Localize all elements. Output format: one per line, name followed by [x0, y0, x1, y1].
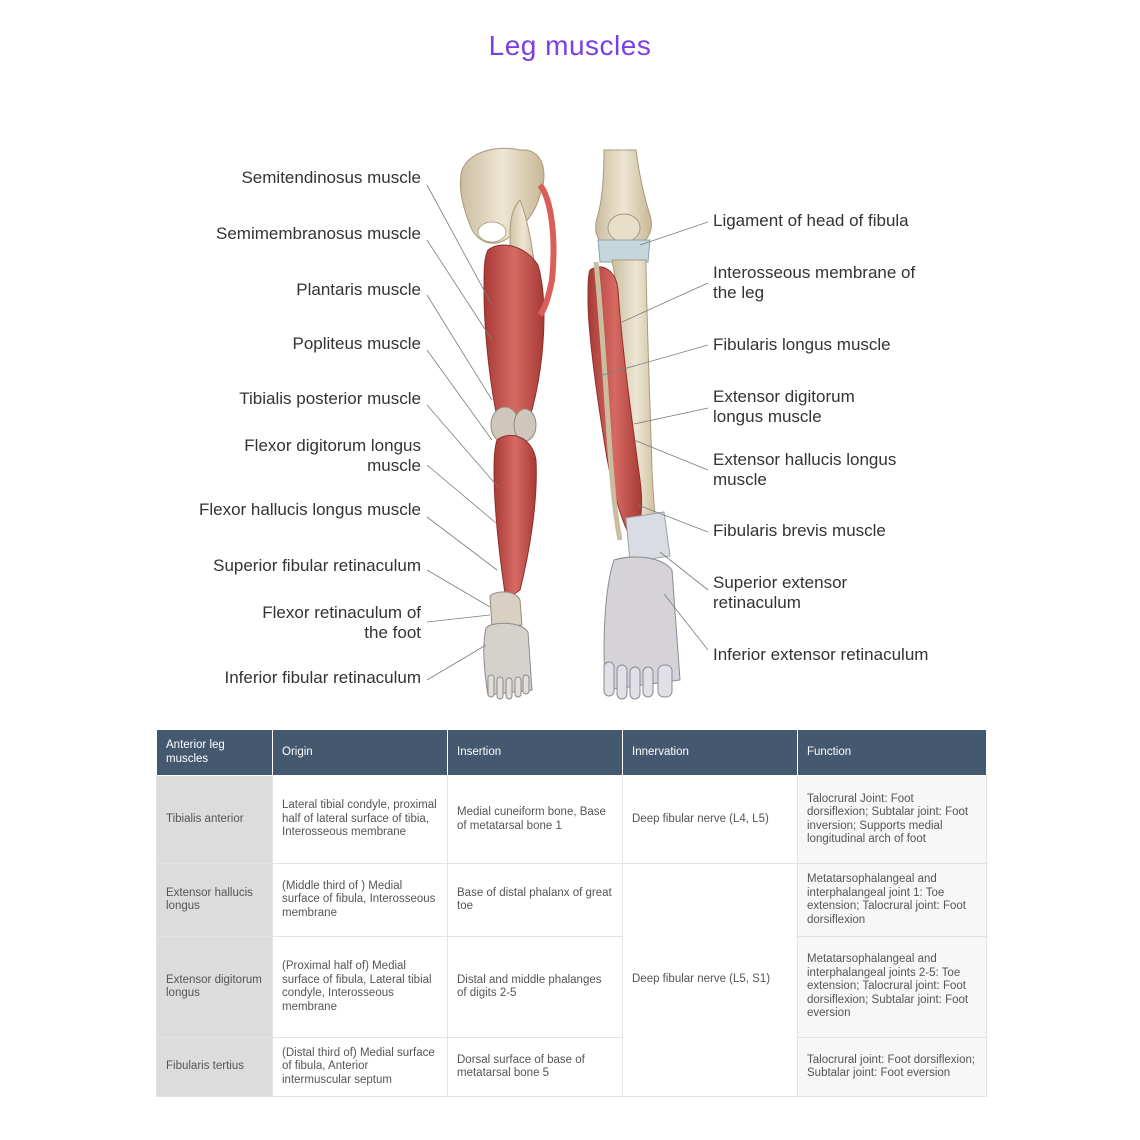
fibula-bone — [593, 261, 623, 541]
page-title: Leg muscles — [488, 30, 652, 61]
label-fibularis-brevis: Fibularis brevis muscle — [713, 521, 886, 540]
insertion-cell: Base of distal phalanx of great toe — [447, 863, 623, 937]
header-origin: Origin — [272, 729, 448, 776]
function-cell: Talocrural Joint: Foot dorsiflexion; Sub… — [797, 775, 987, 864]
semitendinosus-tendon — [537, 183, 557, 317]
table-row: Fibularis tertius (Distal third of) Medi… — [156, 1037, 987, 1097]
label-tibialis-posterior: Tibialis posterior muscle — [239, 389, 421, 408]
table-row: Tibialis anterior Lateral tibial condyle… — [156, 775, 987, 864]
left-leader-lines — [426, 184, 499, 681]
posterior-toes — [487, 674, 530, 700]
function-cell: Metatarsophalangeal and interphalangeal … — [797, 863, 987, 937]
anterior-leg-muscles-table: Anterior leg muscles Origin Insertion In… — [156, 729, 987, 1097]
header-muscle: Anterior leg muscles — [156, 729, 273, 776]
obturator-foramen — [477, 221, 507, 243]
header-innervation: Innervation — [622, 729, 798, 776]
label-ligament-head-fibula: Ligament of head of fibula — [713, 211, 909, 230]
label-flexor-hallucis-longus: Flexor hallucis longus muscle — [198, 500, 421, 519]
extensor-retinaculum — [625, 511, 671, 563]
anterior-leg-figure — [587, 149, 681, 700]
label-fibularis-longus: Fibularis longus muscle — [713, 335, 891, 354]
insertion-cell: Distal and middle phalanges of digits 2-… — [447, 936, 623, 1038]
muscle-name-cell: Extensor digitorum longus — [156, 936, 273, 1038]
posterior-ankle — [489, 591, 523, 629]
knee-ligaments — [597, 239, 651, 263]
label-semitendinosus: Semitendinosus muscle — [241, 168, 421, 187]
origin-cell: (Middle third of ) Medial surface of fib… — [272, 863, 448, 937]
origin-cell: (Distal third of) Medial surface of fibu… — [272, 1037, 448, 1097]
leg-illustration — [426, 147, 709, 700]
label-inferior-extensor-retinaculum: Inferior extensor retinaculum — [713, 645, 929, 664]
insertion-cell: Medial cuneiform bone, Base of metatarsa… — [447, 775, 623, 864]
label-extensor-hallucis-longus: Extensor hallucis longus muscle — [713, 450, 897, 489]
label-superior-fibular-retinaculum: Superior fibular retinaculum — [213, 556, 421, 575]
innervation-cell: Deep fibular nerve (L5, S1) — [622, 863, 798, 1097]
anterior-toes — [603, 661, 673, 700]
label-flexor-retinaculum: Flexor retinaculum of the foot — [262, 603, 421, 642]
right-leader-lines — [598, 221, 709, 651]
innervation-cell: Deep fibular nerve (L4, L5) — [622, 775, 798, 864]
label-semimembranosus: Semimembranosus muscle — [215, 224, 421, 243]
patella — [607, 213, 641, 243]
table-row: Extensor digitorum longus (Proximal half… — [156, 936, 987, 1038]
label-extensor-digitorum-longus: Extensor digitorum longus muscle — [713, 387, 855, 426]
label-plantaris: Plantaris muscle — [296, 280, 421, 299]
hamstring-muscles — [483, 244, 545, 435]
muscle-name-cell: Fibularis tertius — [156, 1037, 273, 1097]
table-header-row: Anterior leg muscles Origin Insertion In… — [156, 729, 987, 776]
label-interosseous-membrane: Interosseous membrane of the leg — [713, 263, 916, 302]
label-flexor-digitorum-longus: Flexor digitorum longus muscle — [244, 436, 421, 475]
label-inferior-fibular-retinaculum: Inferior fibular retinaculum — [224, 668, 421, 687]
function-cell: Metatarsophalangeal and interphalangeal … — [797, 936, 987, 1038]
function-cell: Talocrural joint: Foot dorsiflexion; Sub… — [797, 1037, 987, 1097]
posterior-leg-figure — [459, 147, 557, 700]
header-function: Function — [797, 729, 987, 776]
posterior-calf-muscles — [493, 435, 537, 601]
origin-cell: Lateral tibial condyle, proximal half of… — [272, 775, 448, 864]
muscle-name-cell: Tibialis anterior — [156, 775, 273, 864]
muscle-name-cell: Extensor hallucis longus — [156, 863, 273, 937]
label-superior-extensor-retinaculum: Superior extensor retinaculum — [713, 573, 848, 612]
insertion-cell: Dorsal surface of base of metatarsal bon… — [447, 1037, 623, 1097]
header-insertion: Insertion — [447, 729, 623, 776]
label-popliteus: Popliteus muscle — [292, 334, 421, 353]
table-row: Extensor hallucis longus (Middle third o… — [156, 863, 987, 1097]
origin-cell: (Proximal half of) Medial surface of fib… — [272, 936, 448, 1038]
